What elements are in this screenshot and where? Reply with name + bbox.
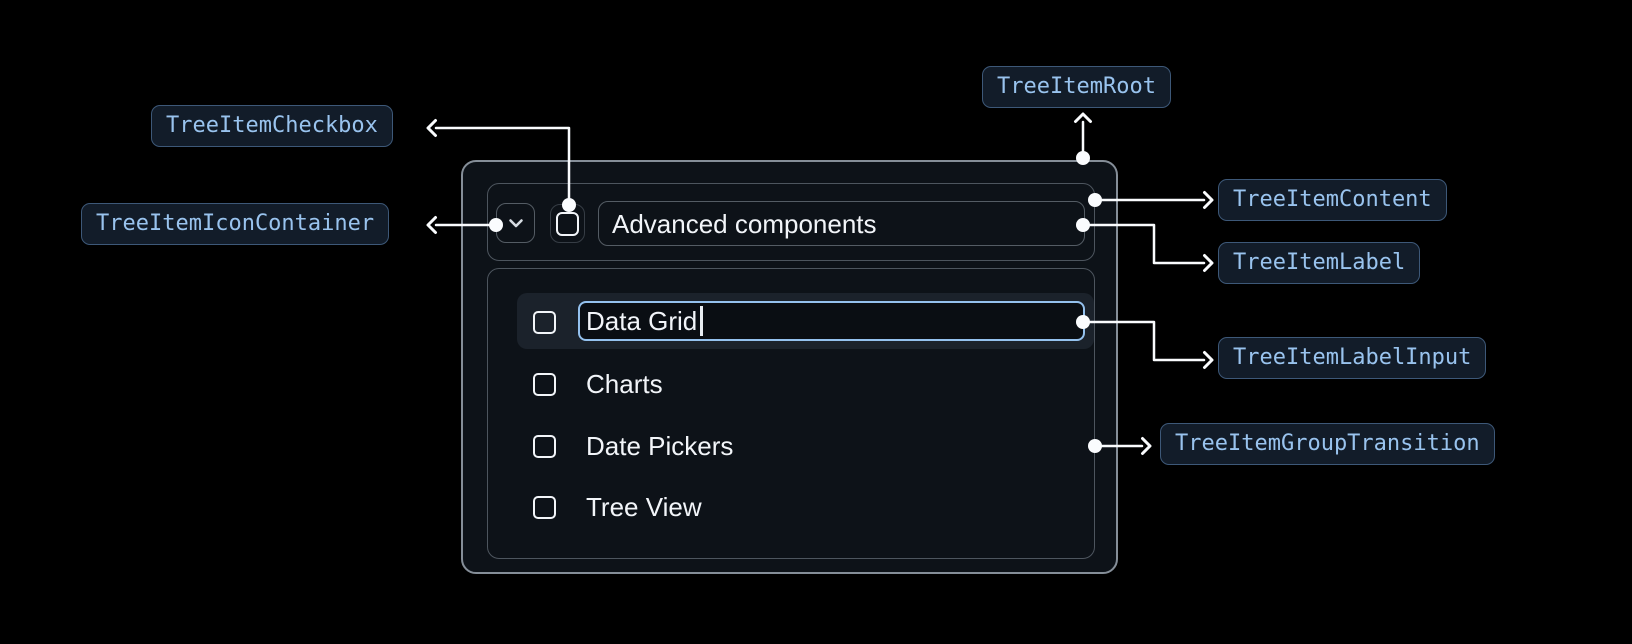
- tree-item-label: Advanced components: [598, 201, 1085, 246]
- tree-item-checkbox[interactable]: [550, 204, 585, 243]
- tree-row[interactable]: Date Pickers: [533, 433, 733, 459]
- tree-item-label-text: Charts: [586, 369, 663, 399]
- tree-row-editing[interactable]: Data Grid: [517, 293, 1094, 349]
- checkbox-unchecked-icon[interactable]: [533, 372, 556, 396]
- tree-row[interactable]: Charts: [533, 371, 663, 397]
- checkbox-unchecked-icon[interactable]: [533, 495, 556, 519]
- badge-tree-item-label: TreeItemLabel: [1218, 242, 1421, 284]
- badge-tree-item-checkbox: TreeItemCheckbox: [151, 105, 393, 147]
- badge-tree-item-root: TreeItemRoot: [982, 66, 1171, 108]
- tree-item-content[interactable]: [487, 183, 1095, 261]
- arrow-up-icon: [1074, 112, 1092, 123]
- chevron-down-icon: [508, 219, 523, 228]
- arrow-left-icon: [426, 119, 437, 137]
- arrow-right-icon: [1203, 191, 1214, 209]
- tree-item-group-transition: [487, 268, 1095, 559]
- badge-tree-item-group-transition: TreeItemGroupTransition: [1160, 423, 1495, 465]
- parent-item-label: Advanced components: [612, 208, 877, 239]
- arrow-right-icon: [1203, 254, 1214, 272]
- connector-tree-item-root: [1074, 112, 1092, 165]
- tree-item-label-input[interactable]: Data Grid: [578, 301, 1085, 341]
- tree-row[interactable]: Tree View: [533, 494, 702, 520]
- checkbox-unchecked-icon: [556, 211, 579, 236]
- label-input-value: Data Grid: [586, 306, 698, 336]
- badge-tree-item-content: TreeItemContent: [1218, 179, 1447, 221]
- checkbox-unchecked-icon[interactable]: [533, 434, 556, 458]
- tree-item-label-text: Tree View: [586, 492, 702, 522]
- arrow-right-icon: [1203, 351, 1214, 369]
- tree-item-root: [461, 160, 1118, 574]
- text-cursor: [700, 306, 703, 336]
- tree-item-icon-container[interactable]: [496, 203, 535, 243]
- arrow-right-icon: [1141, 437, 1152, 455]
- badge-tree-item-label-input: TreeItemLabelInput: [1218, 337, 1487, 379]
- checkbox-unchecked-icon[interactable]: [533, 311, 556, 334]
- tree-item-label-text: Date Pickers: [586, 431, 734, 461]
- arrow-left-icon: [426, 216, 437, 234]
- badge-tree-item-icon-container: TreeItemIconContainer: [81, 203, 390, 245]
